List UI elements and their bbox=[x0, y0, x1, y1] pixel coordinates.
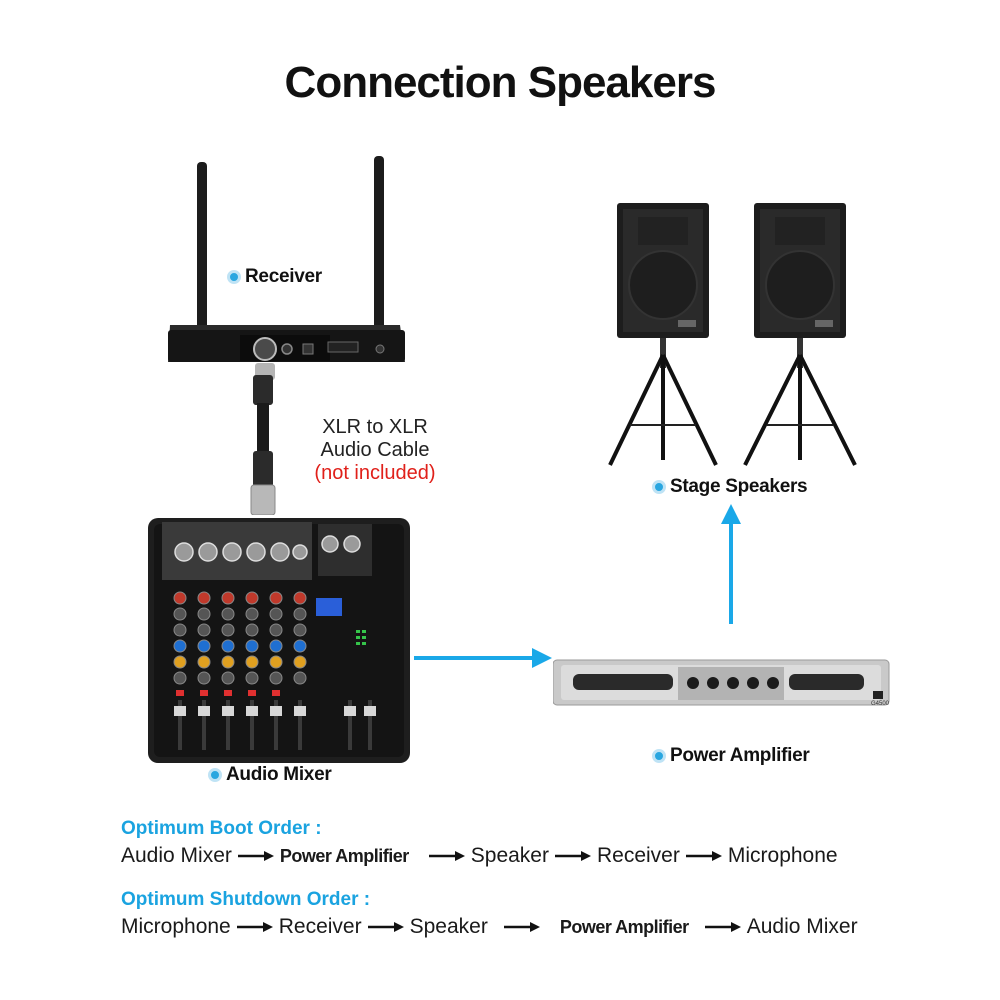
mixer-knob bbox=[197, 591, 211, 605]
mixer-knob bbox=[269, 655, 283, 669]
mixer-knob bbox=[173, 671, 187, 685]
bullet-dot-icon bbox=[652, 749, 666, 763]
mixer-knob bbox=[245, 607, 259, 621]
mixer-knob bbox=[173, 607, 187, 621]
shutdown-step-3: Speaker bbox=[409, 915, 488, 938]
mixer-knob bbox=[293, 623, 307, 637]
mixer-knob bbox=[245, 623, 259, 637]
stage-speakers-label: Stage Speakers bbox=[652, 476, 808, 498]
mixer-knob bbox=[269, 639, 283, 653]
receiver-device bbox=[168, 156, 405, 380]
power-amplifier-label: Power Amplifier bbox=[652, 745, 810, 767]
xlr-output-port bbox=[253, 337, 277, 361]
mixer-knob bbox=[293, 591, 307, 605]
receiver-label-text: Receiver bbox=[245, 266, 322, 287]
boot-step-1: Audio Mixer bbox=[121, 844, 232, 867]
amp-to-speakers-arrow-icon bbox=[721, 504, 741, 624]
shutdown-step-1: Microphone bbox=[121, 915, 231, 938]
mixer-knob bbox=[197, 671, 211, 685]
mixer-knob bbox=[293, 655, 307, 669]
mixer-knob bbox=[197, 655, 211, 669]
boot-step-5: Microphone bbox=[727, 844, 838, 867]
mixer-knob bbox=[221, 655, 235, 669]
boot-step-3: Speaker bbox=[470, 844, 549, 867]
mixer-knob bbox=[245, 639, 259, 653]
shutdown-order-row: Microphone Receiver Speaker Power Amplif… bbox=[121, 915, 858, 939]
mixer-knob bbox=[173, 591, 187, 605]
bullet-dot-icon bbox=[652, 480, 666, 494]
stage-speakers-label-text: Stage Speakers bbox=[670, 476, 808, 497]
stage-speakers-device bbox=[608, 203, 857, 466]
cable-line1: XLR to XLR bbox=[322, 416, 428, 438]
shutdown-step-4: Power Amplifier bbox=[559, 916, 689, 937]
mixer-knob bbox=[173, 639, 187, 653]
mixer-knob bbox=[293, 639, 307, 653]
mixer-knob bbox=[173, 655, 187, 669]
boot-step-4: Receiver bbox=[596, 844, 680, 867]
receiver-label: Receiver bbox=[227, 266, 322, 288]
audio-mixer-label: Audio Mixer bbox=[208, 764, 332, 786]
boot-order-row: Audio Mixer Power Amplifier Speaker Rece… bbox=[121, 844, 838, 868]
mixer-knob bbox=[245, 655, 259, 669]
mixer-knob bbox=[173, 623, 187, 637]
power-amplifier-device: G4500 bbox=[553, 659, 890, 707]
mixer-knob bbox=[245, 671, 259, 685]
arrow-right-icon bbox=[367, 922, 404, 932]
cable-note: (not included) bbox=[314, 462, 436, 484]
speaker-left bbox=[608, 203, 718, 466]
arrow-right-icon bbox=[704, 922, 741, 932]
cable-line2: Audio Cable bbox=[320, 439, 430, 461]
arrow-right-icon bbox=[428, 851, 465, 861]
xlr-cable bbox=[250, 375, 276, 515]
antenna-right bbox=[374, 156, 384, 336]
bullet-dot-icon bbox=[227, 270, 241, 284]
bullet-dot-icon bbox=[208, 768, 222, 782]
mixer-knob bbox=[269, 623, 283, 637]
boot-order-heading: Optimum Boot Order : bbox=[121, 818, 322, 839]
mixer-knob bbox=[197, 607, 211, 621]
mixer-knob bbox=[269, 607, 283, 621]
cable-caption: XLR to XLR Audio Cable (not included) bbox=[300, 416, 450, 485]
mixer-knob bbox=[197, 623, 211, 637]
arrow-right-icon bbox=[503, 922, 540, 932]
arrow-right-icon bbox=[685, 851, 722, 861]
mixer-knob bbox=[197, 639, 211, 653]
shutdown-step-5: Audio Mixer bbox=[746, 915, 858, 938]
mixer-knob bbox=[269, 671, 283, 685]
mixer-display bbox=[316, 598, 342, 616]
arrow-right-icon bbox=[237, 851, 274, 861]
mixer-knob bbox=[245, 591, 259, 605]
shutdown-step-2: Receiver bbox=[278, 915, 362, 938]
antenna-left bbox=[197, 162, 207, 342]
arrow-right-icon bbox=[236, 922, 273, 932]
boot-step-2: Power Amplifier bbox=[279, 845, 409, 866]
audio-mixer-device bbox=[148, 518, 410, 763]
mixer-knob bbox=[221, 671, 235, 685]
audio-mixer-label-text: Audio Mixer bbox=[226, 764, 332, 785]
mixer-knob bbox=[221, 639, 235, 653]
mixer-knob bbox=[221, 623, 235, 637]
mixer-to-amp-arrow-icon bbox=[414, 648, 552, 668]
amp-model-text: G4500 bbox=[871, 701, 890, 707]
mixer-knob bbox=[293, 607, 307, 621]
page-title: Connection Speakers bbox=[284, 58, 717, 107]
mixer-knob bbox=[221, 607, 235, 621]
mixer-knob bbox=[293, 671, 307, 685]
mixer-knob bbox=[221, 591, 235, 605]
speaker-right bbox=[743, 203, 857, 466]
arrow-right-icon bbox=[554, 851, 591, 861]
mixer-knob bbox=[269, 591, 283, 605]
shutdown-order-heading: Optimum Shutdown Order : bbox=[121, 889, 371, 910]
power-amplifier-label-text: Power Amplifier bbox=[670, 745, 810, 766]
